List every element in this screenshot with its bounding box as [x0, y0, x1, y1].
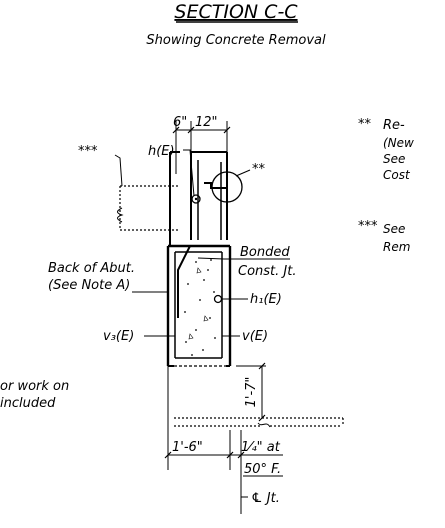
detail-circle: [211, 171, 243, 203]
v-e-label: v(E): [242, 329, 268, 344]
note3-star: ***: [358, 219, 378, 234]
footing-line: [174, 417, 344, 428]
note2-line3: See: [383, 152, 405, 166]
section-title: SECTION C-C: [174, 1, 298, 23]
dim-1-6: 1'-6": [172, 440, 203, 455]
dim-gap: 1⁄₄" at: [241, 440, 281, 455]
const-jt-label: Const. Jt.: [238, 264, 296, 279]
section-subtitle: Showing Concrete Removal: [146, 33, 326, 48]
left-note-line1: or work on: [0, 379, 69, 394]
bonded-label: Bonded: [240, 245, 290, 260]
stars2-leader: [235, 169, 251, 177]
v3-e-label: v₃(E): [103, 329, 134, 344]
left-note-line2: included: [0, 396, 56, 411]
concrete-removal-outline: [119, 185, 178, 231]
note2-line1: Re-: [383, 118, 405, 133]
break-symbol: [117, 207, 124, 223]
note2-star: **: [358, 117, 372, 132]
h1-e-label: h₁(E): [250, 292, 282, 307]
bonded-leader: [197, 257, 238, 260]
h-e-bar-mark: [191, 194, 201, 204]
dim-12in: 12": [195, 115, 218, 130]
bottom-dimension: [164, 366, 283, 514]
dim-6in: 6": [173, 115, 187, 130]
note3-line1: See: [383, 222, 405, 236]
stars3-label: ***: [78, 144, 98, 159]
h-e-leader: [183, 149, 195, 197]
note2-line2: (New: [383, 136, 414, 150]
cl-jt-label: ℄ Jt.: [251, 491, 280, 506]
h1-e-bar-mark: [213, 294, 223, 304]
h-e-label: h(E): [148, 144, 175, 159]
note3-line2: Rem: [383, 240, 410, 254]
see-note-label: (See Note A): [48, 278, 130, 293]
back-abut-label: Back of Abut.: [48, 261, 135, 276]
backwall-upper: [169, 151, 228, 246]
note2-line4: Cost: [383, 168, 411, 182]
dim-1-7: 1'-7": [244, 377, 259, 408]
stars2-label: **: [252, 162, 266, 177]
stars3-leader: [114, 154, 123, 187]
dim-gap-temp: 50° F.: [244, 462, 281, 477]
abutment-body: [166, 244, 232, 367]
h-e-bar-dot: [194, 197, 198, 201]
concrete-stipple: [184, 259, 216, 356]
